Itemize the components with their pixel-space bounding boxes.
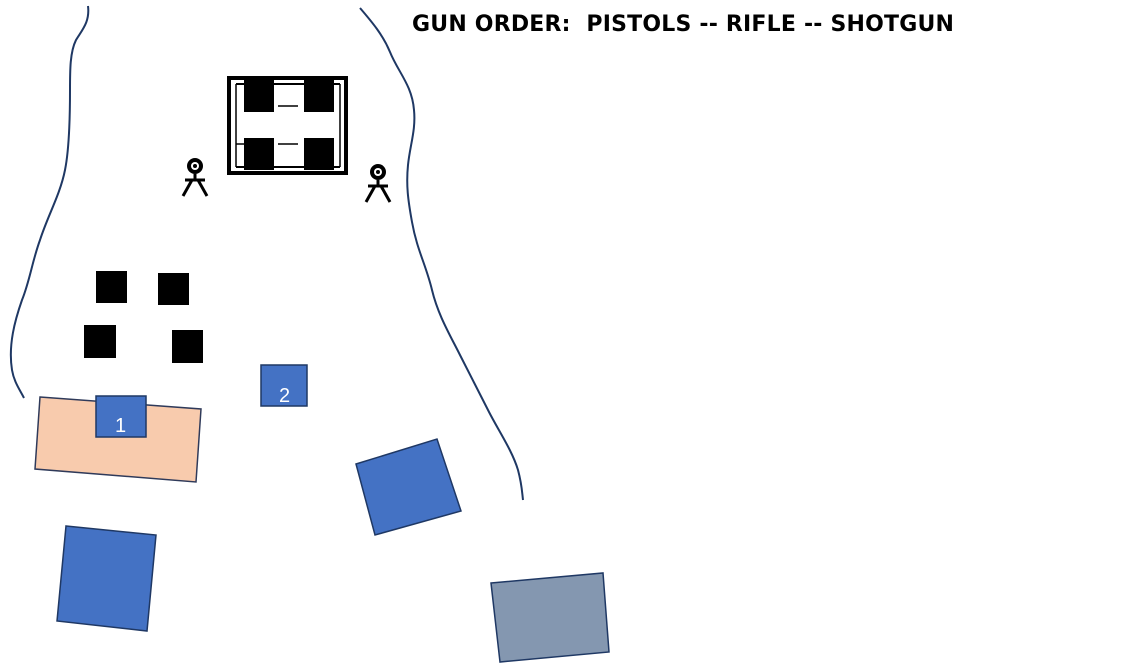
paper-target: [304, 80, 334, 112]
target-array: [229, 78, 346, 173]
square-target-icon: [172, 330, 203, 363]
silhouette-stand-target-icon: [366, 164, 390, 202]
position-1-label: 1: [115, 415, 126, 437]
silhouette-stand-target-icon: [183, 158, 207, 196]
shooting-position-1: 1: [96, 396, 146, 437]
square-target-icon: [158, 273, 189, 305]
gun-table: [491, 573, 609, 662]
shooting-position-2: 2: [261, 365, 307, 407]
square-target-icon: [84, 325, 116, 358]
right-boundary-line: [360, 8, 523, 500]
barrel-box: [57, 526, 156, 631]
position-2-label: 2: [279, 385, 290, 407]
paper-target: [304, 138, 334, 170]
paper-target: [244, 80, 274, 112]
paper-target: [244, 138, 274, 170]
barrel-box: [356, 439, 461, 535]
left-boundary-line: [11, 6, 88, 398]
square-target-icon: [96, 271, 127, 303]
